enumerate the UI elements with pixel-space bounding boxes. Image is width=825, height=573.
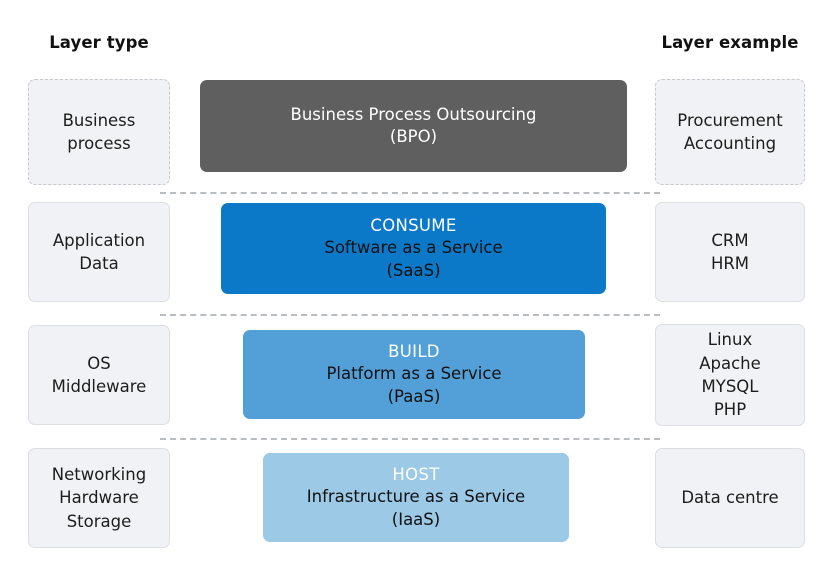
layer-type-label: Application Data [52,230,146,273]
layer-example-box-crm-hrm: CRM HRM [655,202,805,302]
service-box-iaas[interactable]: HOST Infrastructure as a Service (IaaS) [263,453,569,542]
layer-type-box-os-middleware: OS Middleware [28,325,170,425]
column-header-layer-type: Layer type [49,33,149,52]
service-box-bpo[interactable]: Business Process Outsourcing (BPO) [200,80,627,172]
layer-example-label: Data centre [681,488,779,508]
service-title-build: BUILD [388,341,440,361]
layer-example-box-data-centre: Data centre [655,448,805,548]
layer-type-label: Networking Hardware Storage [51,464,147,531]
service-name-bpo: Business Process Outsourcing (BPO) [290,104,537,146]
layer-type-label: Business process [62,110,136,153]
service-title-host: HOST [392,464,440,484]
layer-example-box-procurement-accounting: Procurement Accounting [655,79,805,185]
service-box-paas[interactable]: BUILD Platform as a Service (PaaS) [243,330,585,419]
layer-example-box-lamp-stack: Linux Apache MYSQL PHP [655,324,805,426]
column-header-layer-example: Layer example [661,33,799,52]
layer-type-box-application-data: Application Data [28,202,170,302]
row-divider-1 [160,192,660,194]
service-title-consume: CONSUME [370,215,457,235]
service-box-saas[interactable]: CONSUME Software as a Service (SaaS) [221,203,606,294]
row-divider-2 [160,314,660,316]
row-divider-3 [160,438,660,440]
service-name-iaas: Infrastructure as a Service (IaaS) [306,487,526,529]
service-name-paas: Platform as a Service (PaaS) [326,364,502,406]
layer-type-box-business-process: Business process [28,79,170,185]
layer-type-label: OS Middleware [51,353,147,396]
service-name-saas: Software as a Service (SaaS) [324,238,503,280]
layer-example-label: CRM HRM [710,230,750,273]
layer-example-label: Procurement Accounting [677,110,783,153]
layer-example-label: Linux Apache MYSQL PHP [699,330,761,420]
layer-type-box-networking-hardware-storage: Networking Hardware Storage [28,448,170,548]
